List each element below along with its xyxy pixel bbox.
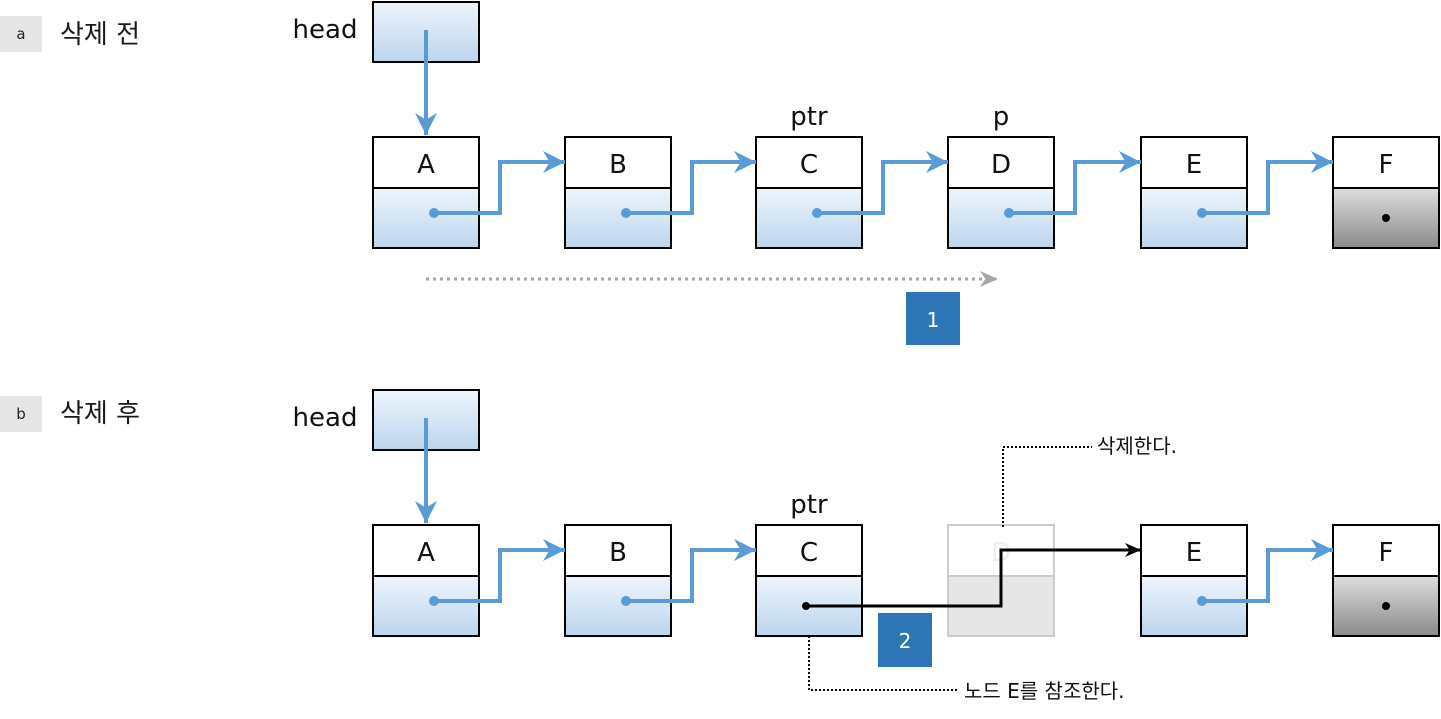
bypass-link-C-E (806, 543, 1141, 608)
panel-b-node-E-label: E (1186, 538, 1202, 568)
panel-a-tag: a (0, 16, 42, 52)
panel-b-node-B-link (564, 575, 672, 637)
panel-a-node-A-label: A (417, 150, 435, 180)
step-badge-1-label: 1 (927, 308, 940, 332)
panel-a-node-C-link (755, 187, 863, 249)
panel-b-link-A-B (434, 539, 565, 603)
deleted-note-leader (1002, 446, 1092, 527)
reference-note: 노드 E를 참조한다. (964, 679, 1125, 703)
panel-a-null-dot (1382, 214, 1390, 222)
panel-b-node-C-data (755, 524, 863, 577)
panel-b-title: 삭제 후 (60, 399, 141, 429)
panel-a-link-A-B (434, 151, 565, 215)
panel-b-node-B-label: B (609, 538, 627, 568)
panel-b-node-A-link (372, 575, 480, 637)
panel-b-pointer-ptr: ptr (790, 490, 828, 520)
panel-a-head-label: head (293, 15, 358, 45)
panel-b-link-B-C (626, 539, 756, 603)
panel-a-node-B-data (564, 136, 672, 189)
panel-a-node-D-label: D (991, 150, 1011, 180)
panel-a-node-C-label: C (800, 150, 818, 180)
panel-b-node-E-link (1140, 575, 1248, 637)
panel-b-head-label: head (293, 403, 358, 433)
panel-a-node-A-data (372, 136, 480, 189)
panel-b-node-F-label: F (1379, 538, 1394, 568)
panel-a-node-B-label: B (609, 150, 627, 180)
panel-a-link-C-D (817, 151, 948, 215)
panel-b-node-C-label: C (800, 538, 818, 568)
panel-a-link-B-C (626, 151, 756, 215)
panel-a-node-E-data (1140, 136, 1248, 189)
panel-a-node-B-link (564, 187, 672, 249)
panel-a-pointer-p: p (993, 102, 1010, 132)
reference-note-leader (808, 636, 958, 691)
panel-a-link-E-F (1202, 151, 1333, 215)
panel-a-node-F-label: F (1379, 150, 1394, 180)
panel-a-node-D-link (947, 187, 1055, 249)
deleted-note: 삭제한다. (1097, 434, 1177, 458)
panel-a-link-D-E (1009, 151, 1141, 215)
panel-a-node-D-data (947, 136, 1055, 189)
panel-a-node-E-label: E (1186, 150, 1202, 180)
panel-b-null-dot (1382, 602, 1390, 610)
step-badge-2-label: 2 (899, 629, 912, 653)
panel-a-node-E-link (1140, 187, 1248, 249)
panel-b-link-E-F (1202, 539, 1333, 603)
panel-a-pointer-ptr: ptr (790, 102, 828, 132)
step-badge-2 (878, 613, 932, 667)
panel-a-node-A-link (372, 187, 480, 249)
panel-b-node-A-label: A (417, 538, 435, 568)
panel-a-node-C-data (755, 136, 863, 189)
panel-b-node-F-data (1332, 524, 1440, 577)
panel-b-tag: b (0, 396, 42, 432)
panel-a-title: 삭제 전 (60, 20, 141, 50)
step-badge-1 (906, 292, 960, 345)
